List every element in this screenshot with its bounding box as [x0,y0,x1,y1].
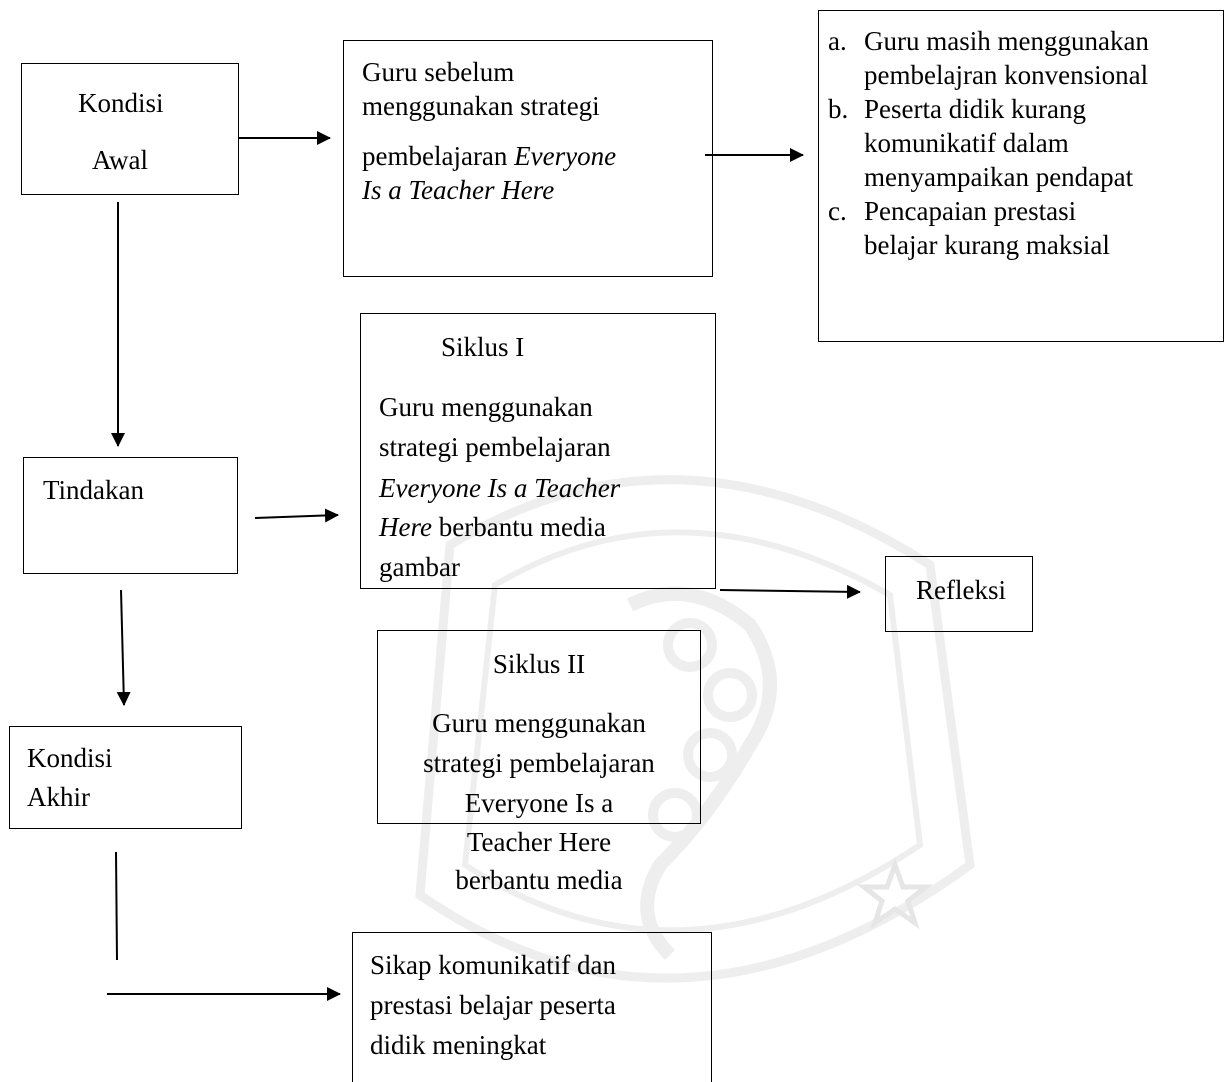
star-icon [856,857,934,930]
kondisi-awal-line1: Kondisi [78,88,164,118]
sebelum-line3: pembelajaran Everyone [362,139,616,173]
hasil-line: didik meningkat [370,1030,547,1060]
sebelum-line3-italic: Everyone [514,141,617,171]
masalah-item: c. Pencapaian prestasi belajar kurang ma… [828,196,1110,260]
sebelum-box [343,40,713,277]
sebelum-line1: Guru sebelum [362,57,515,87]
sebelum-line4: Is a Teacher Here [362,173,554,207]
kondisi-awal-box [21,63,239,195]
sebelum-line4-italic: Is a Teacher Here [362,175,555,205]
refleksi-box [885,556,1033,632]
siklus2-title: Siklus II [492,649,586,679]
refleksi-label: Refleksi [916,575,1006,605]
kondisi-akhir-box [9,726,242,829]
kondisi-awal-line2: Awal [92,145,149,175]
hasil-line: Sikap komunikatif dan [370,950,616,980]
siklus1-title: Siklus I [441,332,525,362]
siklus2-line: Teacher Here [466,827,612,857]
line-kondisi-akhir-down [115,851,118,961]
siklus1-line2: strategi pembelajaran [379,432,611,462]
masalah-box [818,10,1224,342]
siklus1-box [360,313,716,589]
sebelum-line2: menggunakan strategi [362,91,600,121]
hasil-line: prestasi belajar peserta [370,990,616,1020]
arrow-tindakan-to-kondisi-akhir [116,589,131,706]
university-seal-watermark [415,475,975,983]
masalah-list: a. Guru masih menggunakan pembelajran ko… [818,24,1149,262]
kondisi-akhir-line2: Akhir [27,782,90,812]
siklus2-box [377,630,701,824]
masalah-item: b. Peserta didik kurang komunikatif dala… [828,94,1134,192]
arrow-siklus1-to-refleksi [719,584,861,599]
siklus2-line: berbantu media [455,865,623,895]
tindakan-box [23,457,238,574]
siklus1-line4: Here berbantu media [379,512,606,542]
siklus1-line5: gambar [379,552,460,582]
hasil-box [352,932,712,1082]
siklus1-line3: Everyone Is a Teacher [379,473,621,503]
arrow-tindakan-to-siklus1 [254,508,339,523]
masalah-item: a. Guru masih menggunakan pembelajran ko… [828,26,1149,90]
siklus1-line1: Guru menggunakan [379,392,593,422]
siklus2-line: Guru menggunakan [432,708,646,738]
siklus2-line: strategi pembelajaran [423,748,655,778]
sebelum-line3-plain: pembelajaran [362,141,515,171]
tindakan-label: Tindakan [43,475,145,505]
kondisi-akhir-line1: Kondisi [27,743,113,773]
siklus2-line: Everyone Is a [464,788,614,818]
